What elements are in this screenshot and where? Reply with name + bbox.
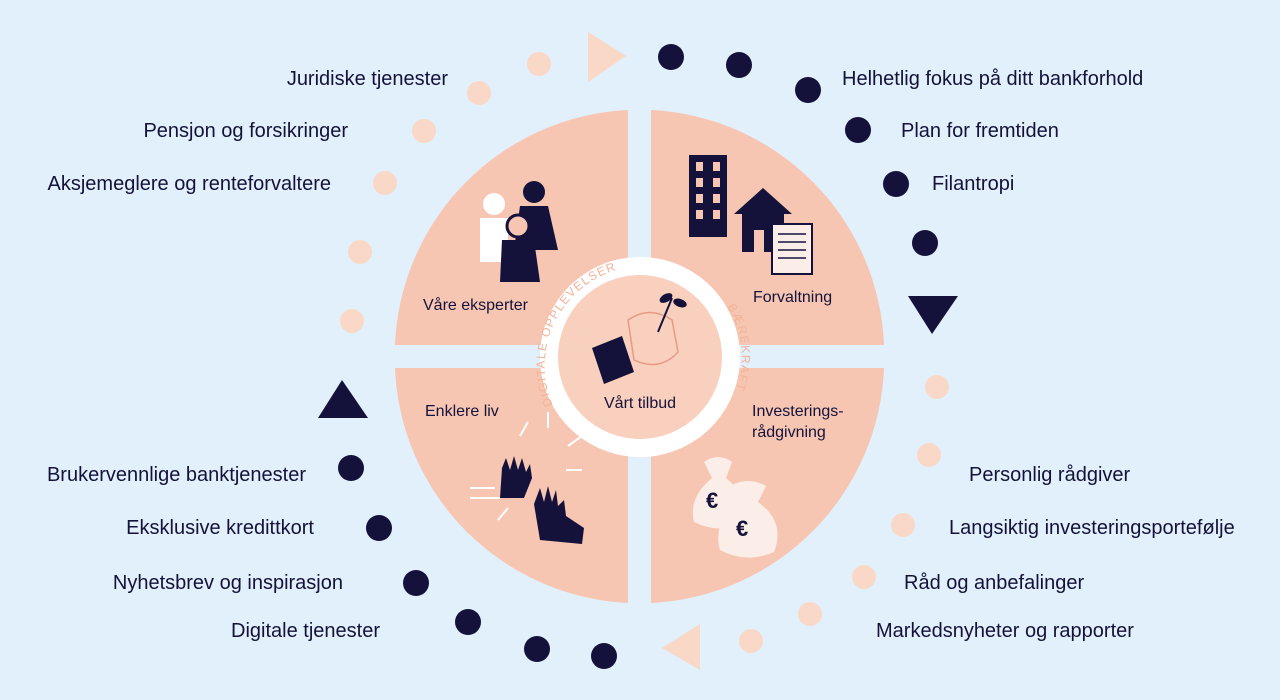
- dot: [798, 602, 822, 626]
- label-langsiktig-investeringsportefolje: Langsiktig investeringsportefølje: [949, 517, 1235, 539]
- dot: [925, 375, 949, 399]
- dot: [739, 629, 763, 653]
- label-personlig-radgiver: Personlig rådgiver: [969, 464, 1131, 486]
- label-eksklusive-kredittkort: Eksklusive kredittkort: [126, 517, 314, 539]
- dot: [891, 513, 915, 537]
- label-brukervennlige-banktjenester: Brukervennlige banktjenester: [46, 464, 306, 486]
- quadrant-label-bottom-right-1: Investerings-: [752, 403, 844, 420]
- dot: [467, 81, 491, 105]
- dot: [795, 77, 821, 103]
- outer-dots: [338, 44, 949, 669]
- dot: [883, 171, 909, 197]
- svg-text:€: €: [736, 516, 748, 541]
- label-digitale-tjenester: Digitale tjenester: [231, 620, 380, 642]
- svg-text:€: €: [706, 488, 718, 513]
- hand-with-plant-icon: [592, 293, 687, 384]
- dot: [348, 240, 372, 264]
- label-pensjon-og-forsikringer: Pensjon og forsikringer: [143, 120, 348, 142]
- dot: [524, 636, 550, 662]
- label-juridiske-tjenester: Juridiske tjenester: [286, 68, 448, 90]
- dot: [912, 230, 938, 256]
- label-markedsnyheter-og-rapporter: Markedsnyheter og rapporter: [876, 620, 1134, 642]
- label-aksjemeglere-og-renteforvaltere: Aksjemeglere og renteforvaltere: [47, 173, 331, 195]
- quadrant-label-top-left: Våre eksperter: [423, 297, 528, 314]
- dot: [591, 643, 617, 669]
- dot: [373, 171, 397, 195]
- dot: [726, 52, 752, 78]
- dot: [527, 52, 551, 76]
- label-rad-og-anbefalinger: Råd og anbefalinger: [904, 572, 1085, 594]
- quadrant-label-top-right: Forvaltning: [753, 289, 833, 306]
- dot: [658, 44, 684, 70]
- building-house-document-icon: [689, 155, 813, 275]
- dot: [340, 309, 364, 333]
- dot: [366, 515, 392, 541]
- people-icon: [480, 181, 558, 282]
- quadrant-label-bottom-left: Enklere liv: [425, 403, 499, 420]
- arrow-right-icon: [588, 32, 626, 82]
- arrow-up-icon: [318, 380, 368, 418]
- money-bags-icon: € €: [692, 457, 778, 558]
- dot: [412, 119, 436, 143]
- quadrant-label-bottom-right-2: rådgivning: [752, 424, 826, 441]
- arrow-down-icon: [908, 296, 958, 334]
- label-nyhetsbrev-og-inspirasjon: Nyhetsbrev og inspirasjon: [112, 572, 343, 594]
- dot: [338, 455, 364, 481]
- dot: [455, 609, 481, 635]
- dot: [403, 570, 429, 596]
- center-disc: [558, 275, 722, 439]
- high-five-icon: [470, 412, 584, 544]
- dot: [852, 565, 876, 589]
- dot: [917, 443, 941, 467]
- label-helhetlig-fokus: Helhetlig fokus på ditt bankforhold: [842, 68, 1144, 90]
- dot: [845, 117, 871, 143]
- label-filantropi: Filantropi: [932, 173, 1015, 195]
- label-plan-for-fremtiden: Plan for fremtiden: [901, 120, 1059, 142]
- arrow-left-icon: [662, 624, 700, 670]
- center-title: Vårt tilbud: [604, 395, 677, 412]
